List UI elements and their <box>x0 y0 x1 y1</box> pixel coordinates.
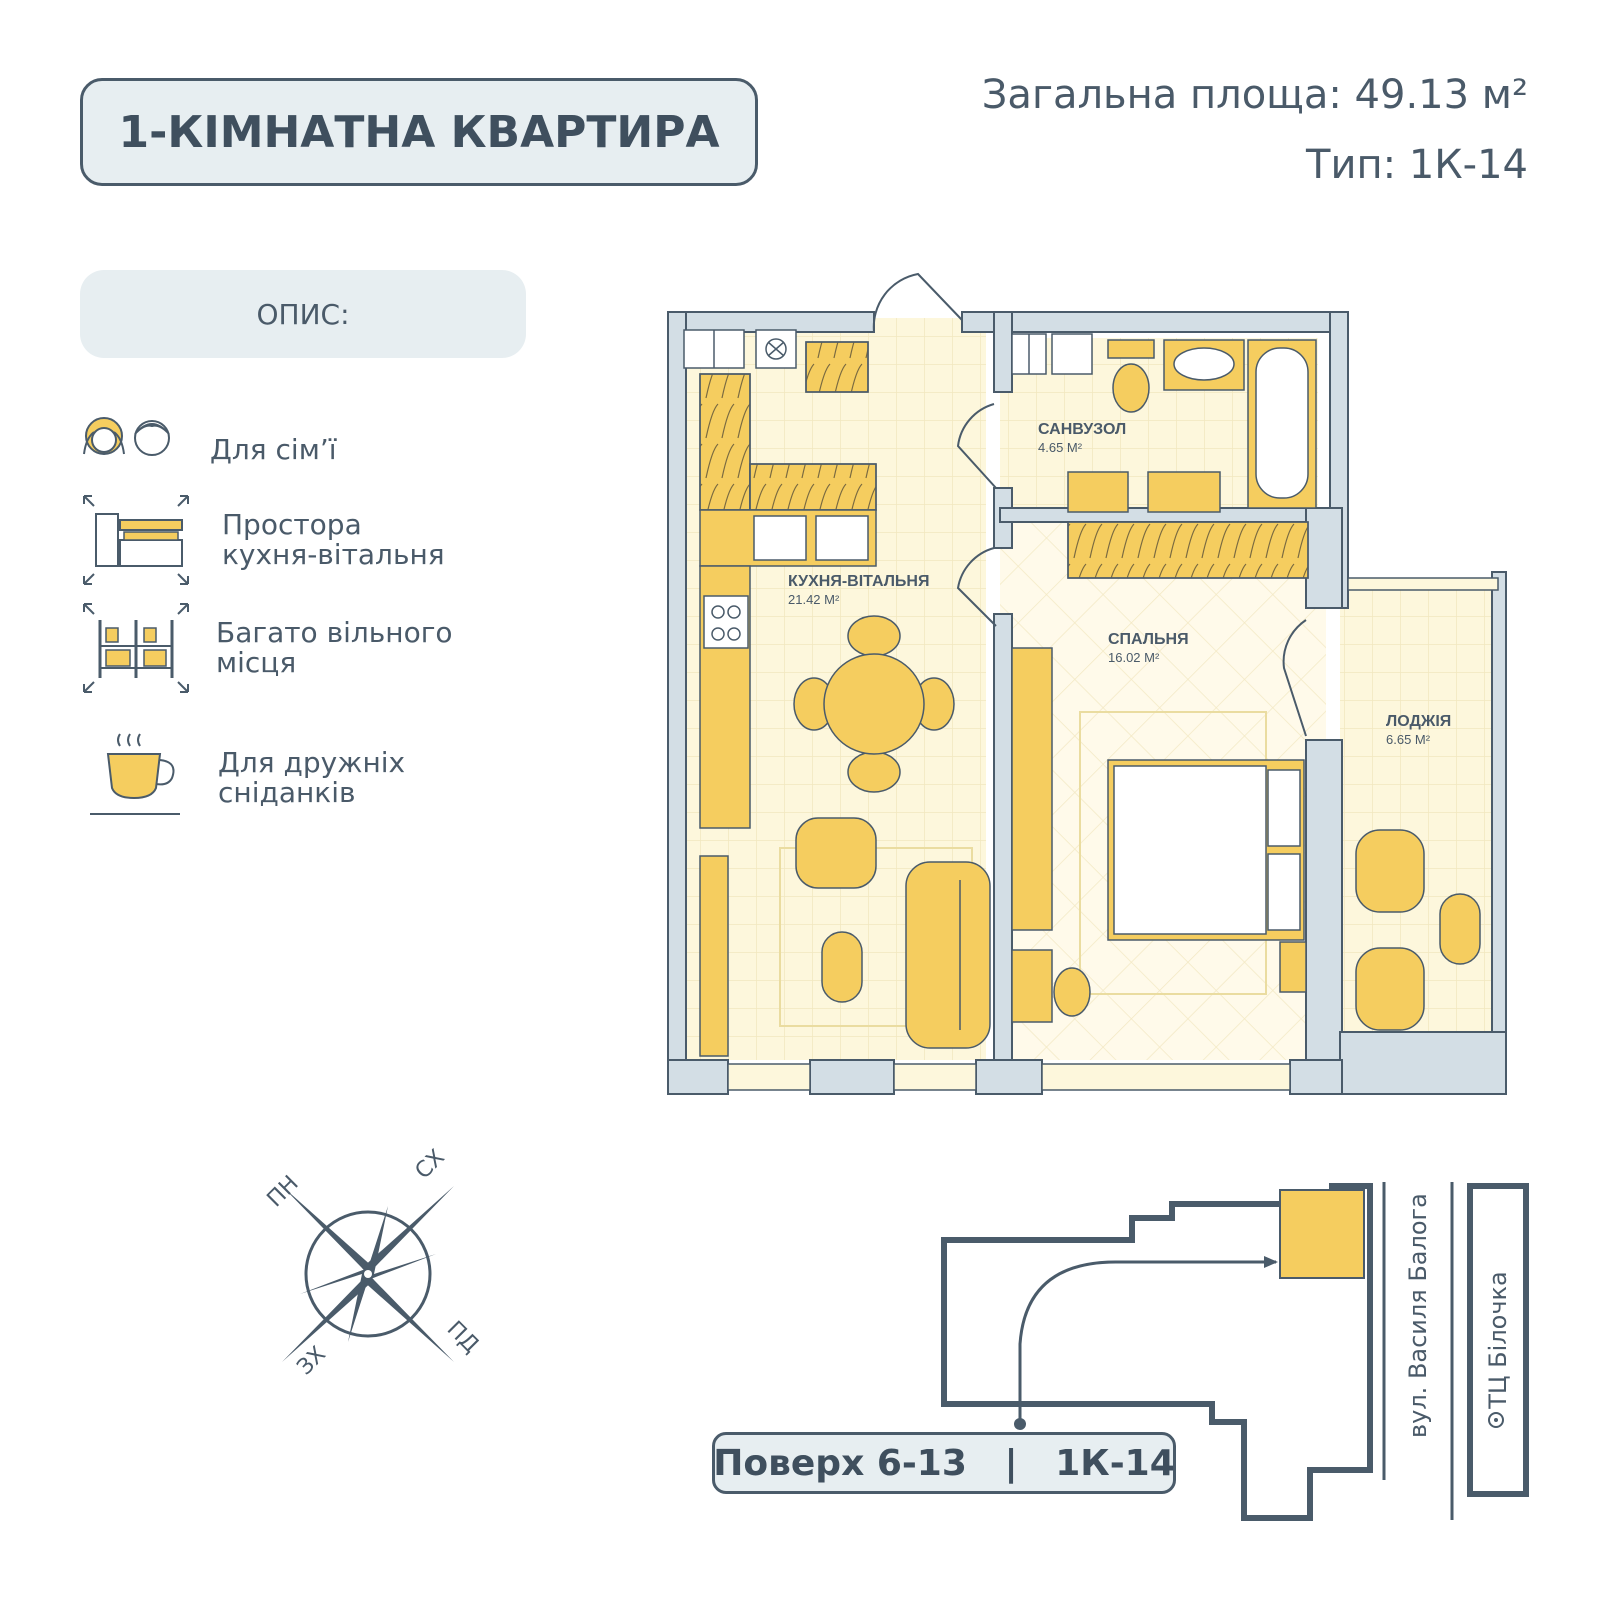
loggia-door <box>1282 619 1307 737</box>
feature-space: Багато вільного місця <box>80 600 453 696</box>
bedroom-area: 16.02 М² <box>1108 650 1160 665</box>
bathroom-area: 4.65 М² <box>1038 440 1083 455</box>
pointer-arrow <box>1018 1260 1276 1422</box>
apartment-location <box>1279 1189 1365 1279</box>
floor-label: Поверх 6-13 | 1К-14 <box>712 1432 1176 1494</box>
feature-breakfast: Для дружніх сніданків <box>80 730 405 826</box>
bedroom-furniture <box>1011 521 1309 1023</box>
loggia-area: 6.65 М² <box>1386 732 1431 747</box>
walls <box>667 311 1507 1095</box>
compass-west: ЗХ <box>293 1342 331 1380</box>
bathroom-door <box>956 403 997 489</box>
compass-south: ПД <box>442 1317 484 1359</box>
bathroom-label: САНВУЗОЛ <box>1038 421 1126 438</box>
building-outline <box>941 1183 1373 1521</box>
loggia-furniture <box>1355 829 1481 1031</box>
spacious-kitchen-icon <box>83 495 189 585</box>
windows <box>727 577 1499 1091</box>
feature-family: Для сім’ї <box>80 402 337 498</box>
feature-text: Для сім’ї <box>210 433 337 466</box>
bedroom-label: СПАЛЬНЯ <box>1108 631 1189 648</box>
compass-east: СХ <box>411 1145 450 1184</box>
mall-outline <box>1467 1183 1529 1497</box>
entry-door <box>872 272 963 333</box>
bedroom-door <box>956 547 997 627</box>
street-name: вул. Василя Балога <box>1404 1193 1432 1438</box>
apartment-title: 1-КІМНАТНА КВАРТИРА <box>80 78 758 186</box>
kitchen-furniture <box>683 329 877 1057</box>
feature-kitchen: Простора кухня-вітальня <box>80 492 445 588</box>
description-heading: ОПИС: <box>80 270 526 358</box>
mall-name: ТЦ Білочка <box>1484 1271 1512 1409</box>
loggia-label: ЛОДЖІЯ <box>1386 713 1451 730</box>
compass-north: ПН <box>263 1171 304 1212</box>
free-space-icon <box>83 603 189 693</box>
living-furniture <box>795 817 991 1049</box>
dining-set <box>793 615 955 793</box>
feature-text: Багато вільного місця <box>216 616 453 679</box>
kitchen-label: КУХНЯ-ВІТАЛЬНЯ <box>788 573 929 590</box>
compass: ПН СХ ПД ЗХ <box>263 1145 484 1380</box>
feature-text: Простора кухня-вітальня <box>222 508 445 571</box>
fan-icon <box>765 338 787 360</box>
feature-text: Для дружніх сніданків <box>218 746 406 809</box>
site-map <box>941 1182 1529 1521</box>
bathroom-fixtures <box>1011 333 1317 513</box>
location-pin-icon <box>1488 1412 1504 1428</box>
apartment-type: Тип: 1К-14 <box>1306 142 1528 188</box>
kitchen-area: 21.42 М² <box>788 592 840 607</box>
total-area: Загальна площа: 49.13 м² <box>981 72 1528 118</box>
family-icon <box>83 417 170 456</box>
coffee-cup-icon <box>90 733 180 815</box>
